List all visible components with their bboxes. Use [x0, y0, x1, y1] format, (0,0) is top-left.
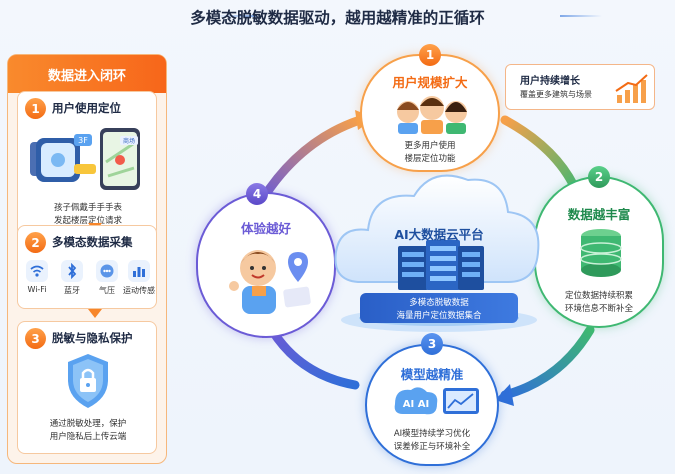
arrow-3-to-4	[267, 325, 360, 390]
pressure-icon	[96, 260, 118, 282]
arrow-2-to-3	[500, 325, 595, 400]
title-decoration-right	[560, 15, 602, 17]
smartwatch-phone-illustration: 3F 商场	[30, 128, 140, 190]
callout-title: 用户持续增长	[520, 76, 580, 87]
node-user-growth: 用户规模扩大 更多用户使用 楼层定位功能	[360, 54, 500, 172]
ai-model-illustration: AI AI	[394, 387, 479, 415]
sensor-motion: 运动传感	[122, 260, 156, 296]
step-card-user-location: 1 用户使用定位 3F 商场 孩子佩戴手手手表 发起楼层定位请求	[17, 91, 157, 237]
step-number: 1	[25, 98, 46, 119]
node-number-3: 3	[421, 333, 443, 355]
node-number-1: 1	[419, 44, 441, 66]
node-number-2: 2	[588, 166, 610, 188]
data-loop-panel: 数据进入闭环 1 用户使用定位 3F 商场 孩子佩戴手手手表 发起楼层定位请求 …	[7, 54, 167, 464]
step-desc-line2: 发起楼层定位请求	[53, 216, 122, 226]
step-title: 脱敏与隐私保护	[52, 331, 133, 345]
step-card-data-collection: 2 多模态数据采集 Wi-Fi 蓝牙 气压 运动传感	[17, 225, 157, 309]
down-arrow	[88, 309, 102, 318]
node-model-accurate: 模型越精准 AI AI AI模型持续学习优化 误差修正与环境补全	[365, 344, 499, 466]
node-desc-line1: AI模型持续学习优化	[393, 429, 471, 439]
node-title: 用户规模扩大	[392, 75, 468, 90]
node-desc-line2: 环境信息不断补全	[564, 304, 633, 314]
mall-tag: 商场	[123, 137, 135, 145]
cloud-data-banner: 多模态脱敏数据 海量用户定位数据集合	[360, 293, 518, 323]
step-card-privacy: 3 脱敏与隐私保护 通过脱敏处理，保护 用户隐私后上传云端	[17, 321, 157, 454]
arrow-4-to-1	[257, 115, 365, 205]
cloud-platform	[334, 174, 540, 332]
node-data-richer: 数据越丰富 定位数据持续积累 环境信息不断补全	[534, 176, 664, 328]
callout-user-growth: 用户持续增长 覆盖更多建筑与场景	[505, 64, 655, 110]
page-title: 多模态脱敏数据驱动，越用越精准的正循环	[190, 9, 485, 27]
growth-chart-icon	[615, 74, 648, 103]
panel-header: 数据进入闭环	[8, 55, 166, 93]
step-number: 2	[25, 232, 46, 253]
database-icon	[580, 229, 622, 277]
node-desc-line2: 楼层定位功能	[404, 154, 456, 164]
cloud-data-line2: 海量用户定位数据集合	[396, 311, 482, 321]
step-desc-line1: 通过脱敏处理，保护	[49, 419, 127, 429]
ai-tag: AI AI	[403, 399, 429, 410]
step-title: 用户使用定位	[52, 101, 121, 115]
node-desc-line2: 误差修正与环境补全	[393, 442, 471, 452]
sensor-wifi: Wi-Fi	[20, 260, 54, 294]
step-title: 多模态数据采集	[52, 235, 133, 249]
node-title: 模型越精准	[400, 367, 464, 382]
wifi-icon	[26, 260, 48, 282]
happy-kid-illustration	[229, 250, 311, 314]
sensor-pressure: 气压	[90, 260, 124, 296]
cloud-platform-title: AI大数据云平台	[394, 227, 484, 242]
node-title: 体验越好	[240, 221, 291, 236]
node-experience-better: 体验越好	[196, 192, 336, 338]
node-title: 数据越丰富	[567, 207, 631, 222]
motion-sensor-icon	[128, 260, 150, 282]
floor-tag: 3F	[78, 136, 88, 145]
server-racks-icon	[398, 240, 484, 290]
callout-desc: 覆盖更多建筑与场景	[520, 90, 592, 99]
shield-lock-icon	[68, 354, 108, 408]
node-number-4: 4	[246, 183, 268, 205]
node-desc-line1: 定位数据持续积累	[564, 291, 633, 301]
title-decoration-left	[215, 15, 257, 17]
step-number: 3	[25, 328, 46, 349]
bluetooth-icon	[61, 260, 83, 282]
step-desc-line1: 孩子佩戴手手手表	[53, 203, 122, 213]
cloud-data-line1: 多模态脱敏数据	[409, 298, 469, 308]
sensor-bluetooth: 蓝牙	[55, 260, 89, 296]
node-desc-line1: 更多用户使用	[404, 141, 456, 151]
kids-illustration	[397, 96, 467, 134]
step-desc-line2: 用户隐私后上传云端	[49, 432, 127, 442]
